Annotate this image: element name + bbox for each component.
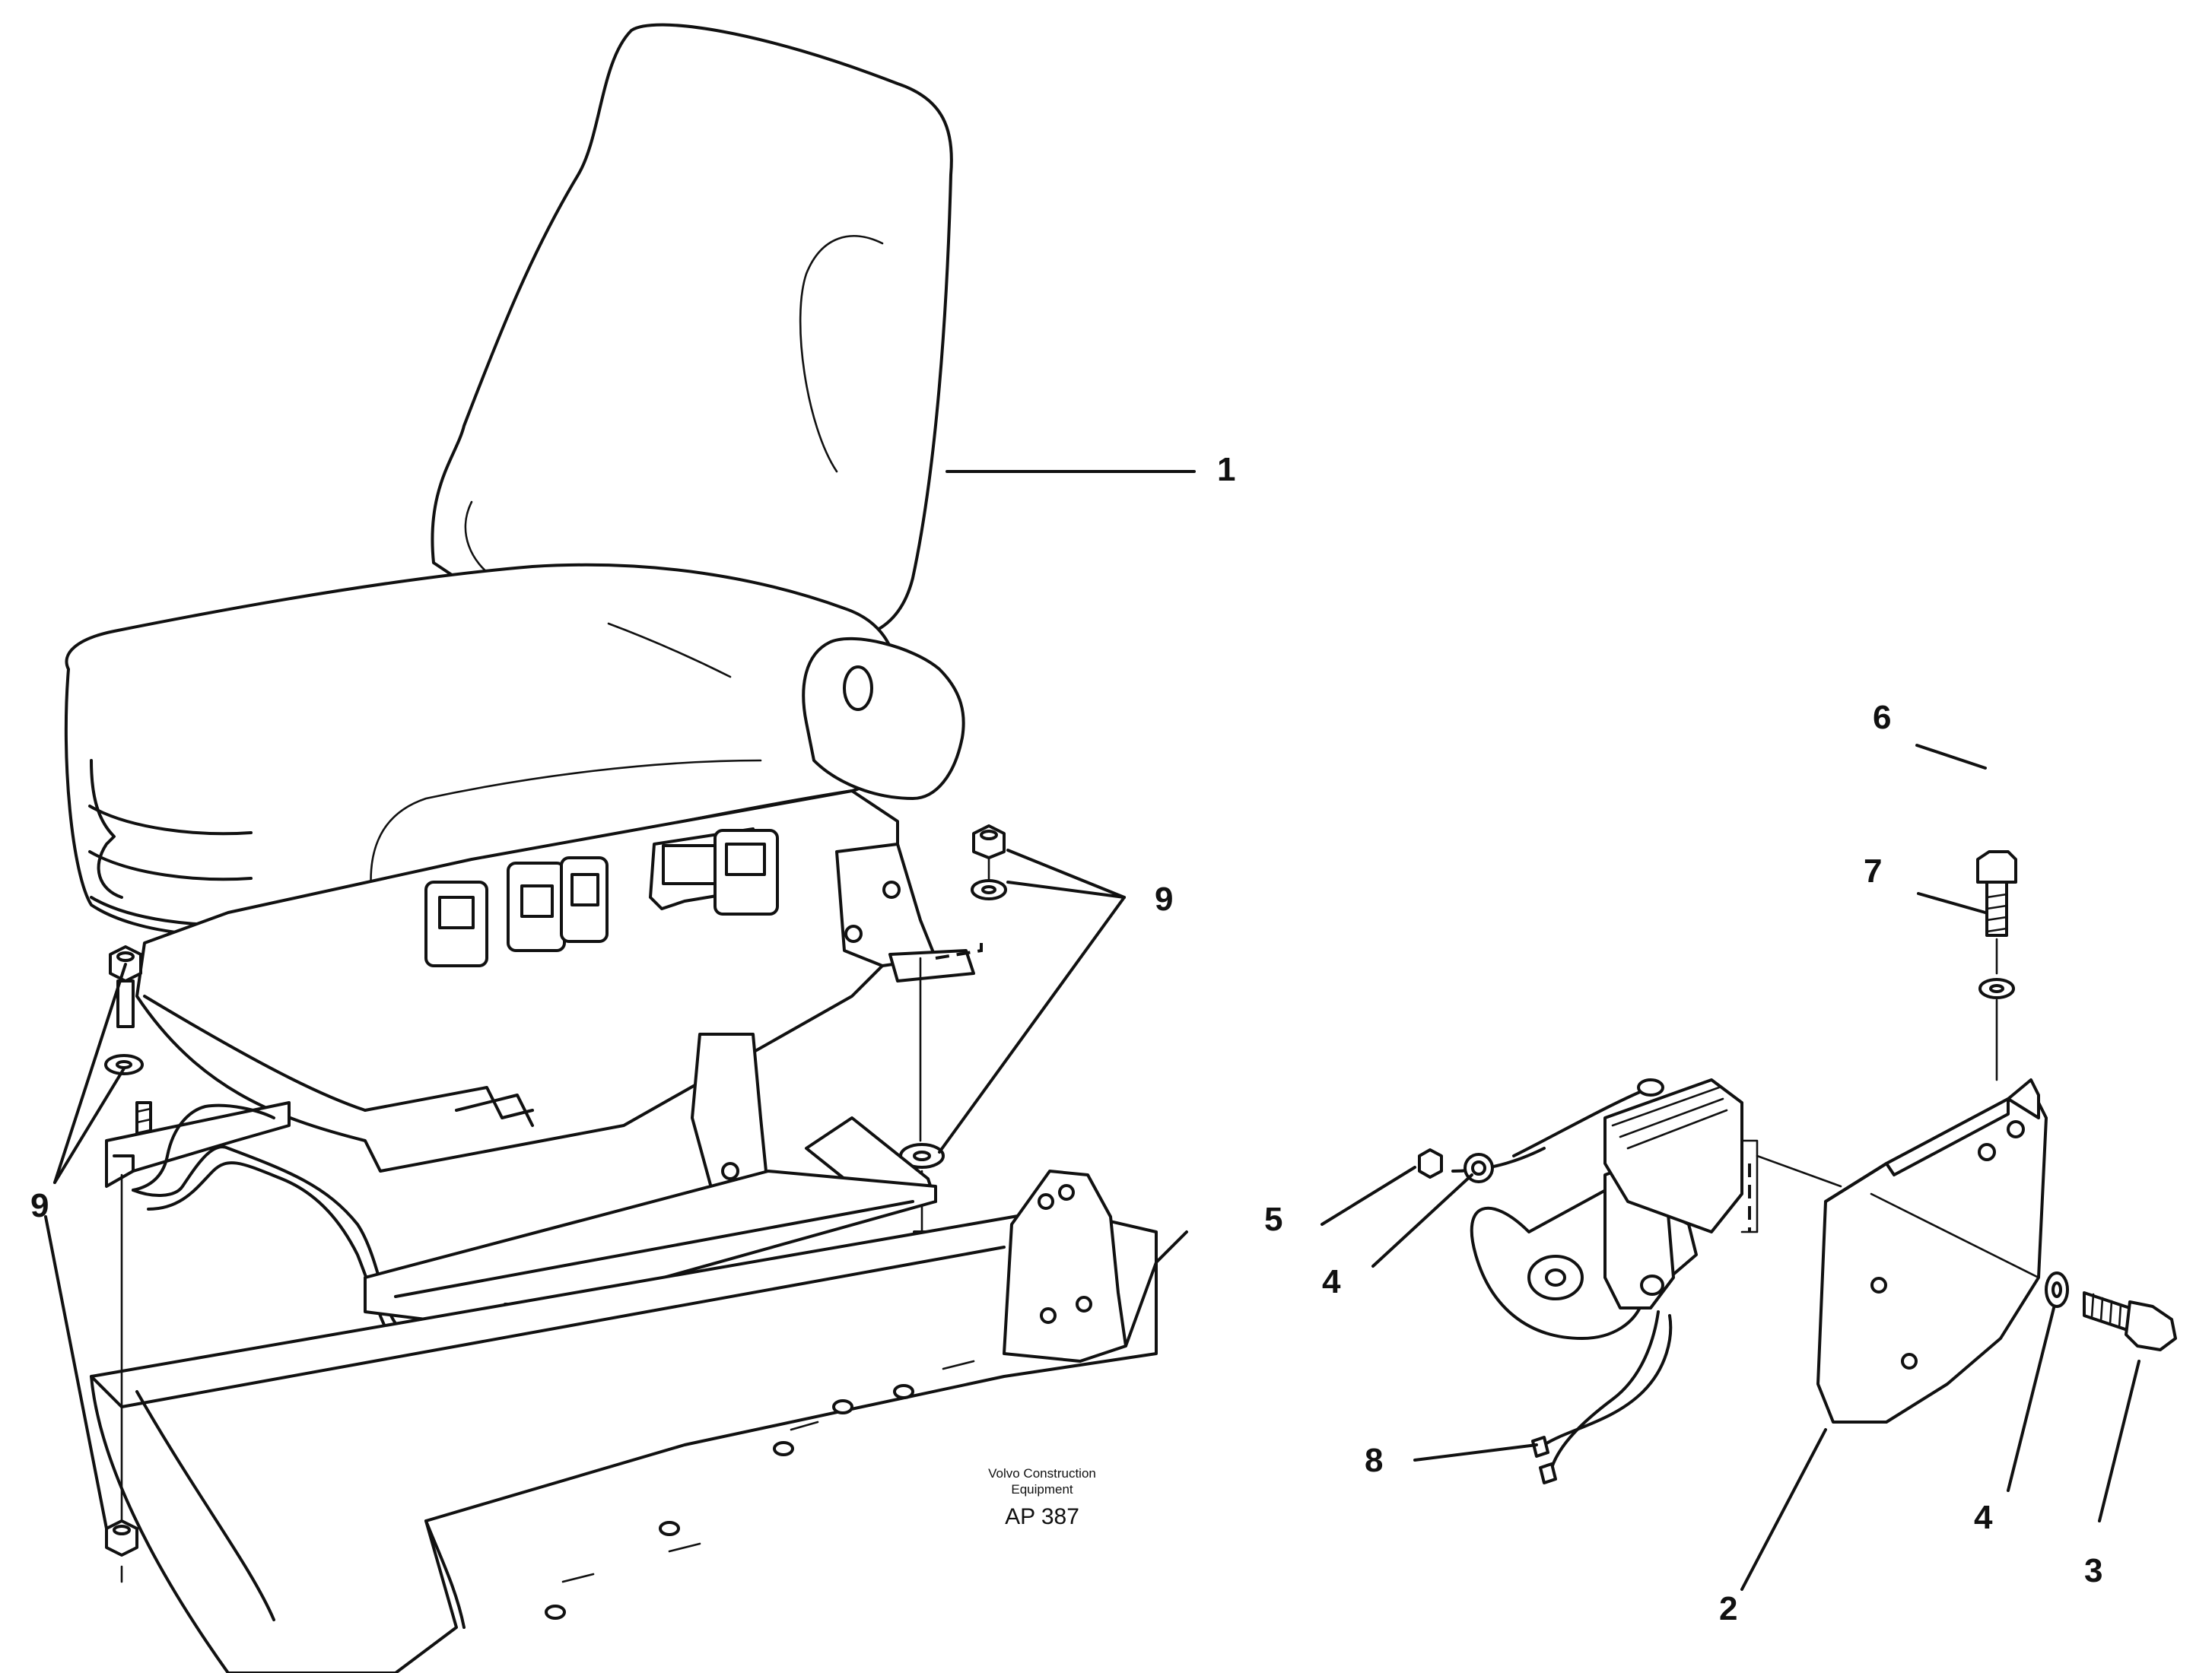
adjustment-bar <box>132 1103 275 1192</box>
stamp-company-line2: Equipment <box>1011 1482 1073 1497</box>
stamp-drawing-code: AP 387 <box>1005 1504 1079 1529</box>
seat-backrest <box>431 23 953 633</box>
operator-seat <box>64 23 1188 1673</box>
seat-side-bracket <box>835 843 937 967</box>
callout-1: 1 <box>1217 451 1235 488</box>
callout-7: 7 <box>1864 852 1882 890</box>
armrest <box>802 637 965 800</box>
callout-9-right: 9 <box>1155 881 1173 918</box>
stamp-company-line1: Volvo Construction <box>988 1466 1096 1481</box>
callout-numbers: 1 9 9 5 4 8 6 7 2 4 3 <box>30 451 2102 1627</box>
bolt <box>1976 850 2017 884</box>
bolt <box>2083 1291 2131 1332</box>
callout-6: 6 <box>1873 699 1891 736</box>
callout-5: 5 <box>1264 1201 1282 1238</box>
seat-mounting-plate <box>90 1208 1158 1673</box>
callout-9-left: 9 <box>30 1187 49 1224</box>
leader-lines <box>44 470 2140 1591</box>
callout-2: 2 <box>1719 1590 1737 1627</box>
mounting-bracket <box>1003 1170 1127 1363</box>
compressor-assembly <box>1418 850 2177 1484</box>
slide-rail-left <box>105 1101 291 1188</box>
callout-8: 8 <box>1365 1442 1383 1479</box>
callout-4-left: 4 <box>1322 1263 1341 1300</box>
drawing-stamp: Volvo Construction Equipment AP 387 <box>988 1466 1096 1529</box>
electrical-lead <box>1543 1314 1673 1446</box>
callout-4-right: 4 <box>1974 1499 1993 1536</box>
nut <box>1418 1148 1443 1179</box>
callout-3: 3 <box>2084 1552 2102 1589</box>
